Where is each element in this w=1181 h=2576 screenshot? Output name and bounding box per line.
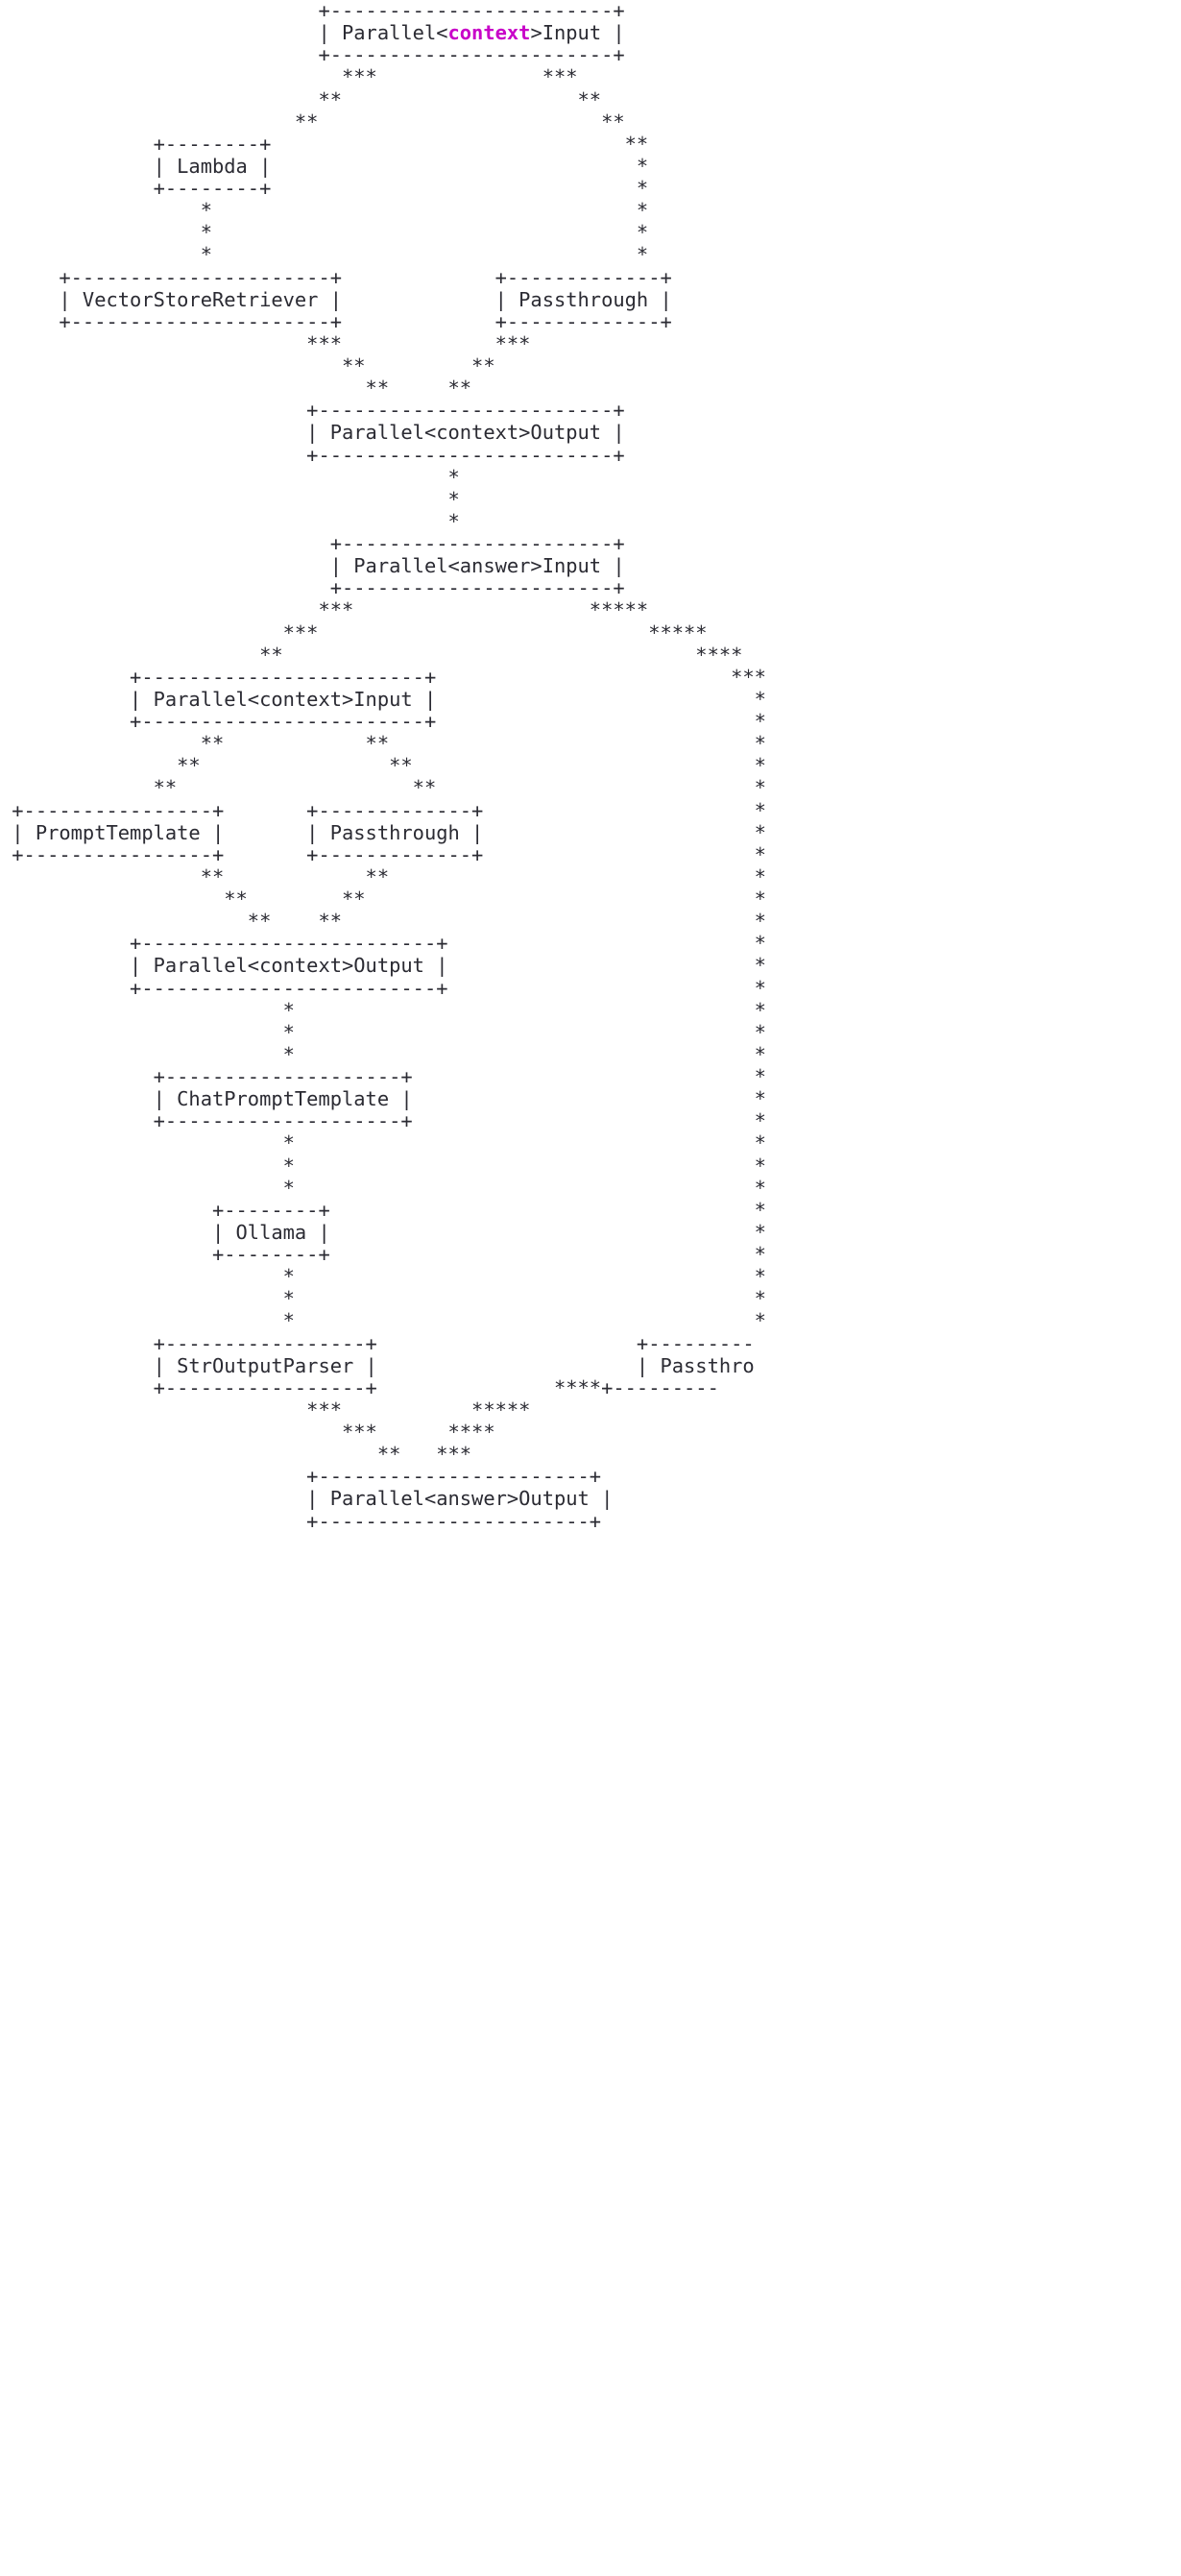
- highlighted-context-token: context: [447, 21, 531, 45]
- ascii-line-top: +------------------------+ | Parallel<: [318, 0, 625, 45]
- ascii-runnable-graph: +------------------------+ | Parallel<co…: [12, 0, 766, 1533]
- ascii-body: >Input | +------------------------+ *** …: [12, 21, 766, 1533]
